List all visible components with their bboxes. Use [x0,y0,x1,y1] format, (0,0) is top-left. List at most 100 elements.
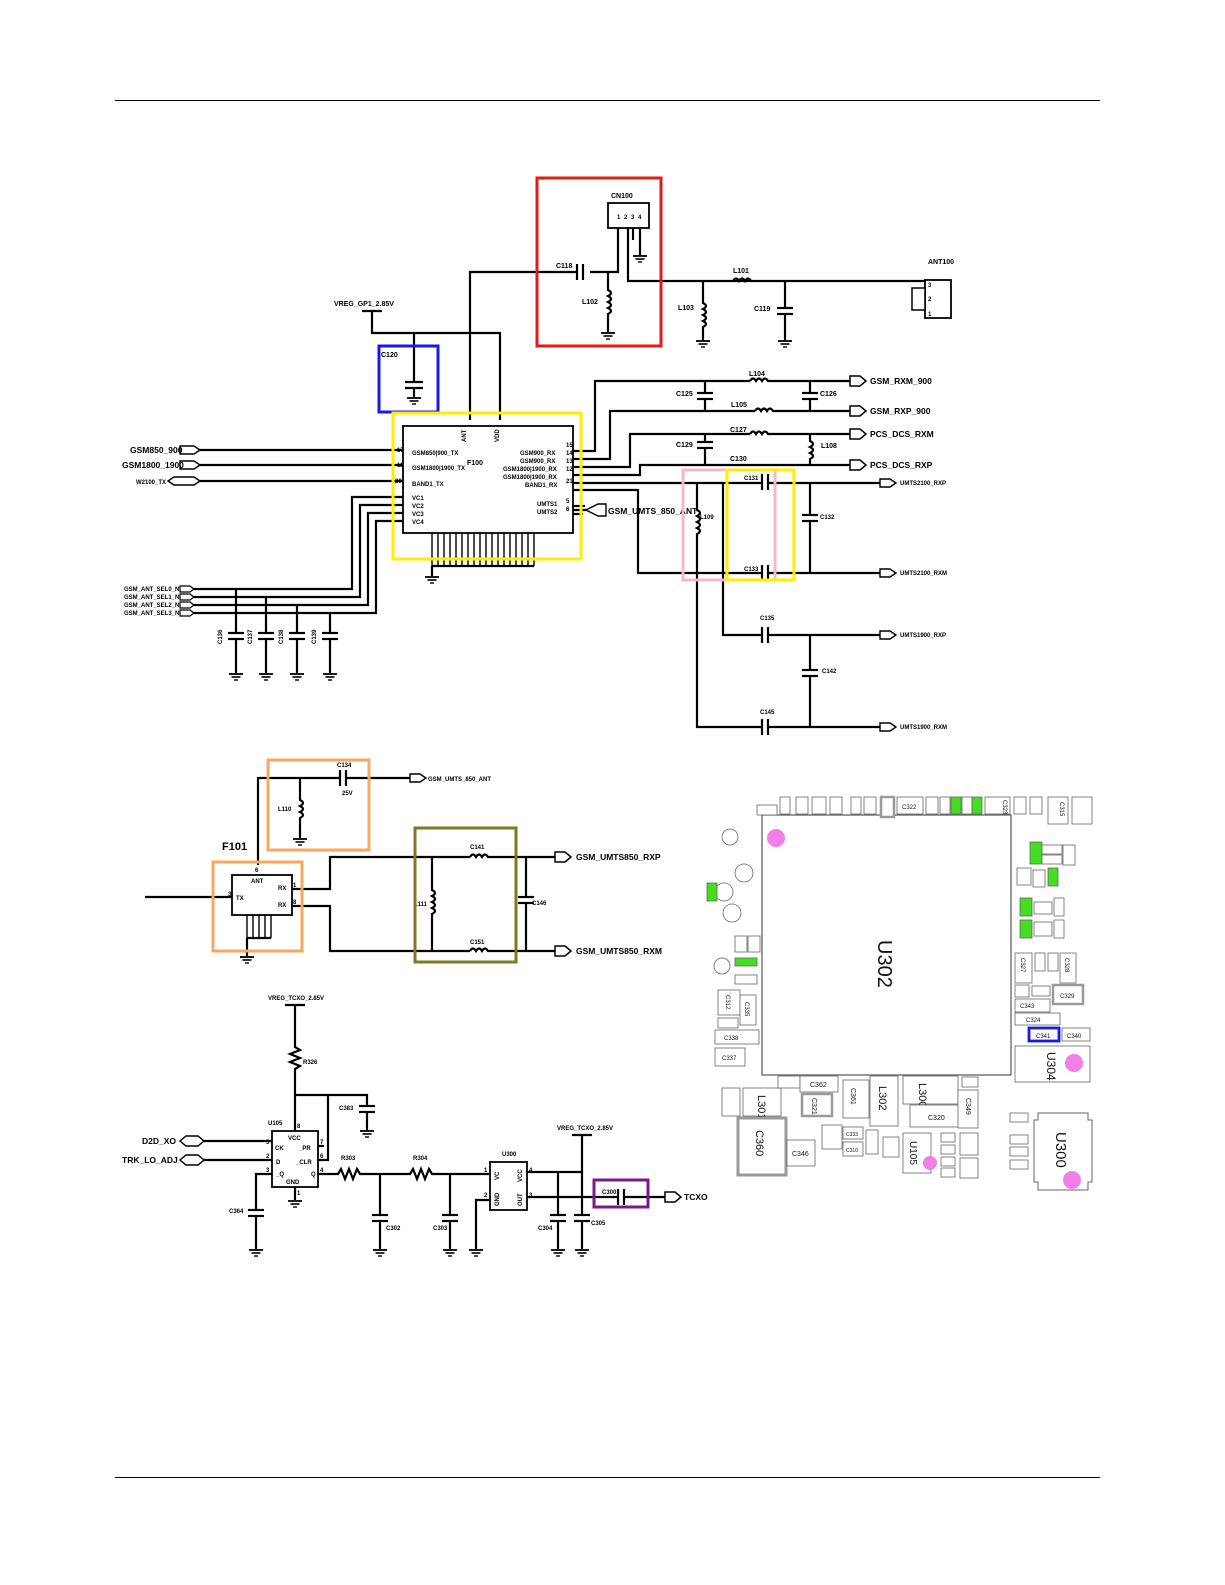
l108-label: L108 [821,443,837,450]
cn100-pin: 4 [638,215,642,221]
l101-label: L101 [733,268,749,275]
c127-label: C127 [730,427,747,434]
u304-label: U304 [1044,1052,1058,1081]
ant100-pin: 2 [928,297,932,303]
net-w2100-tx: W2100_TX [136,480,166,486]
f100-pin-right: GSM1800|1900_RX [503,475,557,481]
cn100-label: CN100 [611,193,633,200]
f100-label: F100 [467,460,483,467]
f101-section: C134 25V GSM_UMTS_850_ANT L110 F101 ANT … [145,763,491,964]
c300-label: C300 [602,1190,617,1196]
f100-pin-num: 12 [566,467,573,473]
f101-pin: RX [278,886,286,892]
l105-label: L105 [731,402,747,409]
pcb-c341: C341 [1036,1034,1051,1040]
f100-pin-left: VC3 [412,512,424,518]
u105-pin: D [276,1160,281,1166]
f101-label: F101 [222,841,247,853]
c136-label: C136 [218,629,224,644]
c146-label: C146 [532,901,547,907]
u300-pin-num: 2 [484,1193,488,1199]
umts850-port: GSM_UMTS_850_ANT [573,503,698,517]
net-umts1900-rxp: UMTS1900_RXP [900,633,946,639]
f101-pin-num: 6 [255,868,259,874]
pcb-c338: C338 [724,1036,739,1042]
c135-label: C135 [760,616,775,622]
c364-label: C364 [229,1209,244,1215]
u300-label: U300 [502,1152,517,1158]
ant-sel-nets: GSM_ANT_SEL0_N GSM_ANT_SEL1_N GSM_ANT_SE… [124,495,403,681]
pcb-c321: C321 [810,1098,817,1115]
c304-label: C304 [538,1226,553,1232]
f100-pin-ant: ANT [462,429,468,442]
pcb-c343: C343 [1020,1004,1035,1010]
l110-label: L110 [278,807,292,813]
u105-pin-num: 1 [297,1191,301,1197]
c119-label: C119 [754,306,770,313]
f100-pin-left: GSM1800|1900_TX [412,466,465,472]
pcb-c333: C333 [846,1132,858,1138]
c141-label: C141 [470,845,485,851]
c302-label: C302 [386,1226,401,1232]
net-gsm-rxp-900: GSM_RXP_900 [870,406,931,416]
highlight-orange-f101 [211,860,304,953]
vreg-gp1-label: VREG_GP1_2.85V [334,301,394,308]
f100-pin-num: 13 [566,459,573,465]
vreg-tcxo-u300-label: VREG_TCXO_2.85V [557,1126,613,1132]
f100-pin-vdd: VDD [495,429,501,442]
f100-pin-left: VC2 [412,504,424,510]
pin1-marker [1063,1171,1081,1189]
f101-pin: ANT [251,879,264,885]
f100-pin-left: VC1 [412,496,424,502]
pcb-c315: C315 [1058,802,1064,817]
pcb-c310: C310 [846,1148,858,1154]
pcb-c312: C312 [724,995,730,1010]
c139-label: C139 [312,629,318,644]
f100-pin-right: UMTS2 [537,510,558,516]
c126-label: C126 [820,391,837,398]
c383-label: C383 [339,1106,354,1112]
rx-matching: L104 C125 C126 L105 C127 C129 L108 C130 … [573,371,880,735]
u300-pin: OUT [518,1193,524,1206]
c131-label: C131 [744,476,759,482]
f101-pin-num: 8 [293,900,297,906]
f100-pin-left: GSM850|900_TX [412,451,458,457]
highlight-red-antenna-match [535,176,663,348]
pcb-chip-u302 [761,814,1012,1076]
u105-pin: _CLR [295,1160,312,1166]
c125-label: C125 [676,391,693,398]
pcb-c349: C349 [964,1098,971,1115]
pcb-c320: C320 [928,1115,945,1122]
f100-pin-right: GSM1800|1900_RX [503,467,557,473]
pcb-c362: C362 [810,1082,827,1089]
net-umts1900-rxm: UMTS1900_RXM [900,725,947,731]
net-pcs-dcs-rxm: PCS_DCS_RXM [870,429,934,439]
u105-pin-num: 7 [320,1140,324,1146]
pcb-c323: C323 [1001,800,1007,815]
antenna-section: CN100 1 2 3 4 C118 L102 L101 L103 C119 [468,193,954,420]
pcb-c337: C337 [722,1056,737,1062]
cn100-pin: 3 [631,215,635,221]
f100-pin-right: UMTS1 [537,502,558,508]
pcb-c322: C322 [902,805,917,811]
vreg-section: VREG_GP1_2.85V C120 [334,301,502,420]
pcb-c328: C328 [1063,958,1069,973]
f100-pin-right: GSM900_RX [520,451,555,457]
f100-module: F100 ANT VDD GSM850|900_TX GSM1800|1900_… [395,425,574,584]
u105-pin: _PR [298,1146,311,1152]
net-d2d-xo: D2D_XO [142,1136,176,1146]
u105-label: U105 [268,1121,283,1127]
u105-pin-num: 8 [297,1124,301,1130]
net-ant-sel1: GSM_ANT_SEL1_N [124,595,179,601]
pcb-c361: C361 [849,1088,856,1105]
net-gsm-umts850-ant: GSM_UMTS_850_ANT [608,506,698,516]
c118-label: C118 [556,263,572,270]
cn100-pin: 1 [617,215,621,221]
u300-pin: VCC [518,1169,524,1182]
pcb-c329: C329 [1060,994,1075,1000]
f100-pin-num: 5 [566,499,570,505]
pcb-l302: L302 [876,1086,888,1110]
c137-label: C137 [248,629,254,644]
net-umts2100-rxp: UMTS2100_RXP [900,481,946,487]
